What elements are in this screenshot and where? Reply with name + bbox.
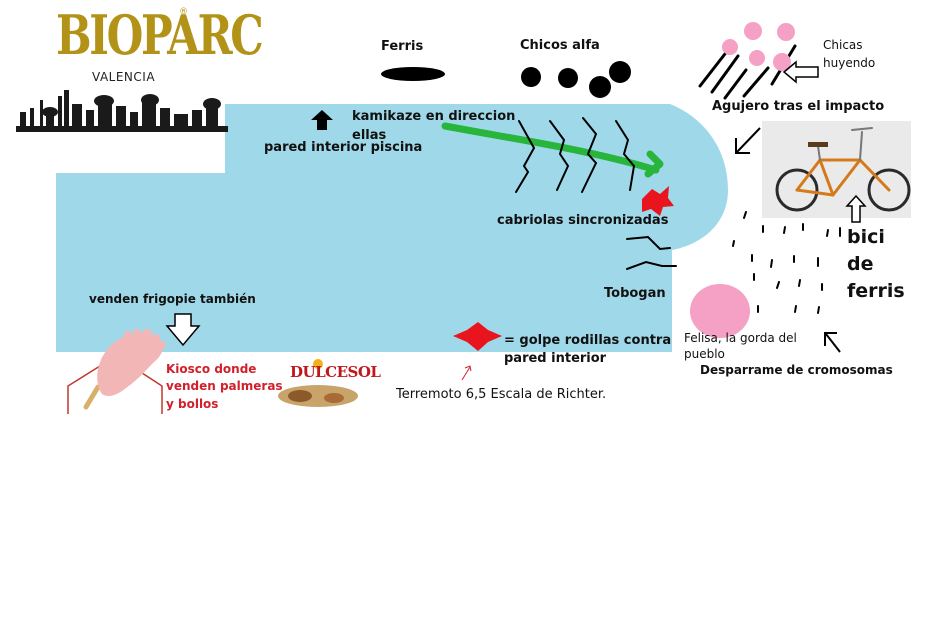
red-hit-star bbox=[642, 186, 674, 216]
hole-arrow-icon bbox=[735, 127, 761, 154]
cabriolas-squiggles bbox=[515, 117, 636, 193]
frigopie-icecream bbox=[83, 329, 166, 410]
dulcesol-brand: DULCESOL bbox=[276, 358, 381, 410]
cromosomas-arrow-icon bbox=[824, 332, 841, 353]
up-arrow-icon bbox=[311, 110, 333, 130]
label-tobogan: Tobogan bbox=[604, 286, 666, 301]
label-kamikaze-1: kamikaze en direccion bbox=[352, 109, 516, 124]
label-de: de bbox=[847, 253, 874, 275]
label-cabriolas: cabriolas sincronizadas bbox=[497, 213, 669, 228]
label-bici: bici bbox=[847, 226, 885, 248]
label-kiosco-2: venden palmeras bbox=[166, 379, 283, 393]
label-kiosco-1: Kiosco donde bbox=[166, 362, 257, 376]
label-chicas-1: Chicas bbox=[823, 38, 863, 52]
chicos-alfa-markers bbox=[521, 61, 631, 98]
label-terremoto: Terremoto 6,5 Escala de Richter. bbox=[396, 387, 607, 402]
hollow-arrow-down-icon bbox=[165, 313, 201, 347]
hollow-arrow-left-icon bbox=[782, 60, 819, 84]
terremoto-arrow-icon bbox=[461, 365, 472, 381]
bicycle-image bbox=[762, 121, 911, 218]
pool-shape bbox=[56, 104, 728, 352]
bioparc-city: VALENCIA bbox=[92, 70, 156, 84]
label-golpe-2: pared interior bbox=[504, 351, 607, 366]
hollow-arrow-up-icon bbox=[845, 194, 867, 223]
dulcesol-logo bbox=[278, 359, 358, 407]
legend-red-star bbox=[453, 322, 502, 351]
registered-mark: ® bbox=[179, 7, 188, 17]
label-kiosco-3: y bollos bbox=[166, 397, 219, 411]
chicas-huyendo-figures bbox=[698, 22, 797, 100]
label-agujero: Agujero tras el impacto bbox=[712, 99, 885, 114]
label-chicos-alfa: Chicos alfa bbox=[520, 38, 600, 53]
label-felisa-2: pueblo bbox=[684, 347, 725, 361]
label-desparrame: Desparrame de cromosomas bbox=[700, 363, 893, 377]
label-frigopie: venden frigopie también bbox=[89, 292, 256, 306]
tobogan-lines bbox=[626, 235, 677, 270]
felisa-blob bbox=[690, 284, 750, 338]
ferris-marker bbox=[381, 67, 445, 81]
bioparc-logo: BIOPARC bbox=[56, 3, 264, 67]
label-felisa-1: Felisa, la gorda del bbox=[684, 331, 797, 345]
dulcesol-word: DULCESOL bbox=[290, 363, 381, 381]
label-golpe-1: = golpe rodillas contra bbox=[504, 333, 672, 348]
label-chicas-2: huyendo bbox=[823, 56, 876, 70]
label-pared-interior: pared interior piscina bbox=[264, 140, 423, 155]
label-ferris-bici: ferris bbox=[847, 280, 905, 302]
label-ferris: Ferris bbox=[381, 39, 424, 54]
label-kamikaze-2: ellas bbox=[352, 128, 387, 143]
animals-silhouette bbox=[16, 90, 228, 132]
cromosomas-dashes bbox=[732, 211, 841, 314]
